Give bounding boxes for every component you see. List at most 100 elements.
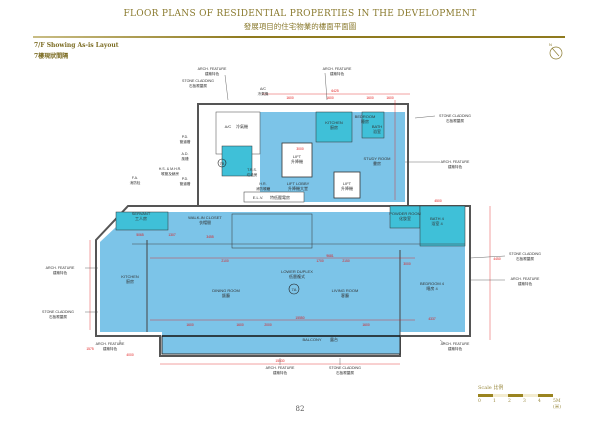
callout-fa-zh: 消防栓: [130, 180, 141, 185]
room-label-dining-zh: 飯廳: [222, 292, 230, 298]
callout-hs-zh: 喉管及錶房: [161, 171, 179, 176]
callout-arch: ARCH. FEATURE: [96, 342, 125, 346]
document-title: FLOOR PLANS OF RESIDENTIAL PROPERTIES IN…: [123, 9, 477, 19]
room-label-elv-zh: 特低壓電房: [270, 194, 290, 200]
callout-stone: STONE CLADDING: [509, 252, 541, 256]
callout-stone-zh: 石板覆蓋層: [336, 370, 354, 375]
callout-stone: STONE CLADDING: [182, 79, 214, 83]
room-label-servant: SERVANT: [132, 211, 151, 216]
room-label-lower-duplex-zh: 低層複式: [289, 273, 305, 279]
scale-tick: 4: [538, 399, 541, 404]
unit-tag-7b: 7B: [220, 161, 225, 166]
scale-bar: Scale 比例 0 1 2 3 4 5M (米): [478, 384, 568, 410]
callout-arch: ARCH. FEATURE: [441, 342, 470, 346]
callout-pd: P.D.: [182, 135, 189, 139]
room-label-lift-2-zh: 升降機: [341, 185, 353, 191]
callout-hr: H.R.: [259, 182, 266, 186]
room-label-lift-lobby-zh: 升降機大堂: [288, 185, 308, 191]
scale-tick: 0: [478, 399, 481, 404]
callout-arch: ARCH. FEATURE: [46, 266, 75, 270]
dimension-label: 1600: [362, 323, 370, 327]
room-label-study-zh: 書房: [373, 160, 381, 166]
callout-stone-zh: 石板覆蓋層: [189, 83, 207, 88]
callout-ad: A.D.: [182, 152, 189, 156]
dimension-label: 1307: [168, 233, 176, 237]
callout-trs: T.R.S.: [247, 168, 257, 172]
dimension-label: 4500: [434, 199, 442, 203]
dimension-label: 4337: [428, 317, 436, 321]
dimension-label: 3000: [296, 147, 304, 151]
room-labels: KITCHEN 廚房 BEDROOM 睡房 BATH 浴室 LIFT 升降機 L…: [121, 114, 445, 342]
dimension-label: 1700: [316, 259, 324, 263]
scale-segment: [493, 394, 508, 397]
room-label-balcony-zh: 露台: [330, 336, 338, 342]
scale-tick: 5M (米): [553, 399, 562, 410]
room-label-closet-zh: 衣帽間: [199, 219, 211, 225]
room-label-balcony: BALCONY: [302, 337, 321, 342]
callout-stone: STONE CLADDING: [329, 366, 361, 370]
dimension-label: 15550: [295, 316, 304, 320]
dimension-label: 1600: [286, 96, 294, 100]
dimension-label: 1600: [186, 323, 194, 327]
callout-hr-zh: 消防喉轆: [256, 186, 271, 191]
callout-arch: ARCH. FEATURE: [198, 67, 227, 71]
dimension-label: 2150: [342, 259, 350, 263]
dimension-label: 4000: [126, 353, 134, 357]
callout-pd-zh: 管道槽: [180, 139, 191, 144]
room-label-kitchen-top-zh: 廚房: [330, 124, 338, 130]
dimension-label: 5065: [136, 233, 144, 237]
unit-tag-icon: [288, 283, 300, 295]
callout-arch-zh: 建築特色: [330, 71, 345, 76]
callout-hs: H.S. & M.H.R.: [159, 167, 182, 171]
north-arrow-icon: N: [547, 41, 565, 65]
room-label-lower-duplex: LOWER DUPLEX: [281, 269, 313, 274]
callout-trs-zh: 垃圾房: [247, 172, 258, 177]
callout-arch-zh: 建築特色: [273, 370, 288, 375]
callout-arch-zh: 建築特色: [518, 281, 533, 286]
callout-fa: F.A.: [132, 176, 138, 180]
dimension-label: 2000: [264, 323, 272, 327]
page-number: 82: [295, 405, 305, 413]
room-label-powder: POWDER ROOM: [389, 211, 421, 216]
room-label-bedroom-top-zh: 睡房: [361, 118, 369, 124]
callout-arch-zh: 建築特色: [205, 71, 220, 76]
dimension-label: 1575: [86, 347, 94, 351]
callout-pd-2-zh: 管道槽: [180, 181, 191, 186]
unit-tag-icon: [217, 158, 227, 168]
callout-arch: ARCH. FEATURE: [323, 67, 352, 71]
dimension-label: 1600: [236, 323, 244, 327]
callout-stone: STONE CLADDING: [42, 310, 74, 314]
header-divider: [33, 36, 565, 38]
callout-arch-zh: 建築特色: [448, 164, 463, 169]
room-label-lift-lobby: LIFT LOBBY: [287, 181, 310, 186]
scale-tick: 1: [493, 399, 496, 404]
room-label-bath-top: BATH: [372, 124, 382, 129]
callout-pd-2: P.D.: [182, 177, 189, 181]
dimension-label: 3455: [206, 235, 214, 239]
callout-stone: STONE CLADDING: [439, 114, 471, 118]
room-label-bath-top-zh: 浴室: [373, 128, 381, 134]
room-label-kitchen: KITCHEN: [121, 274, 139, 279]
room-label-lift-2: LIFT: [343, 181, 352, 186]
room-label-kitchen-zh: 廚房: [126, 278, 134, 284]
dimension-label: 1600: [326, 96, 334, 100]
document-title-zh: 發展項目的住宅物業的樓面平面圖: [243, 22, 357, 31]
room-label-bedroom4: BEDROOM 4: [420, 281, 445, 286]
scale-label: Scale 比例: [478, 385, 504, 391]
dimension-label: 3000: [403, 262, 411, 266]
room-label-bath4: BATH 4: [430, 216, 444, 221]
callout-arch: ARCH. FEATURE: [441, 160, 470, 164]
room-label-study: STUDY ROOM: [363, 156, 390, 161]
dimension-label: 2100: [221, 259, 229, 263]
callout-arch-zh: 建築特色: [103, 346, 118, 351]
room-label-bedroom4-zh: 睡房 4: [426, 285, 438, 291]
room-fill: [100, 212, 465, 336]
scale-segment: [538, 394, 553, 397]
room-label-living: LIVING ROOM: [332, 288, 359, 293]
scale-tick: 2: [508, 399, 511, 404]
callout-stone-zh: 石板覆蓋層: [49, 314, 67, 319]
plan-subtitle: 7/F Showing As-is Layout: [34, 42, 119, 49]
room-label-kitchen-top: KITCHEN: [325, 120, 343, 125]
dimension-label: 6425: [331, 89, 339, 93]
